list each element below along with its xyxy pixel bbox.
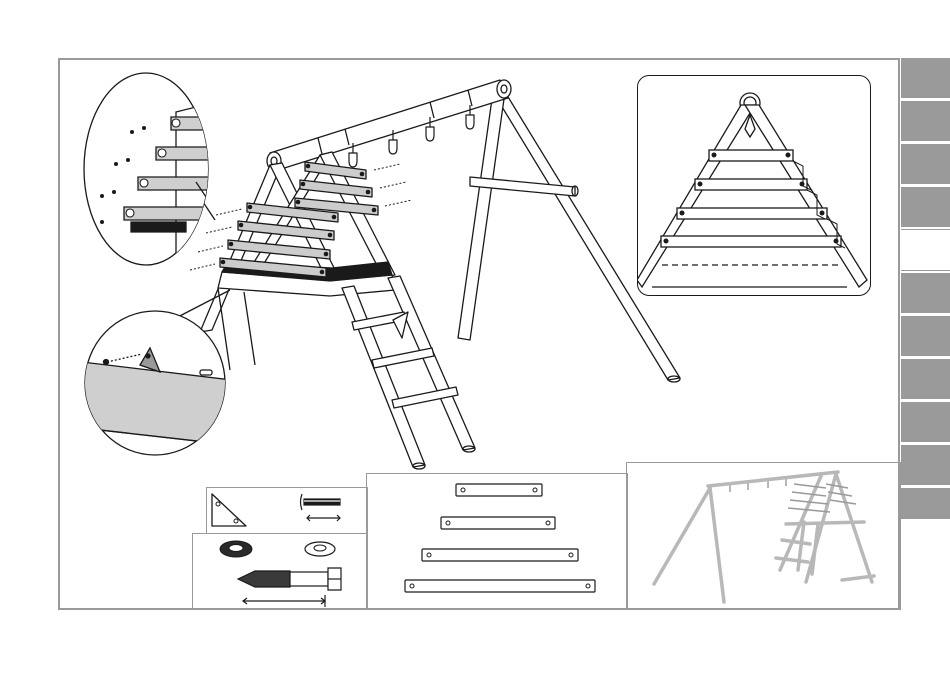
corner-bracket-detail-icon — [82, 310, 232, 460]
triangle-bracket-icon — [210, 492, 250, 528]
rubber-washer-icon — [218, 538, 254, 560]
wood-board-icon-1 — [455, 483, 545, 499]
a-frame-front-view-icon — [637, 75, 871, 296]
rung-bolt-detail-icon — [76, 72, 216, 272]
lag-bolt-icon — [235, 563, 355, 608]
wood-board-icon-4 — [404, 579, 598, 595]
wood-board-icon-2 — [440, 516, 558, 532]
flat-washer-icon — [302, 538, 338, 560]
ladder — [342, 276, 475, 469]
wood-board-icon-3 — [421, 548, 581, 564]
short-screw-icon — [298, 490, 346, 524]
completed-swing-set-preview-icon — [626, 462, 901, 610]
